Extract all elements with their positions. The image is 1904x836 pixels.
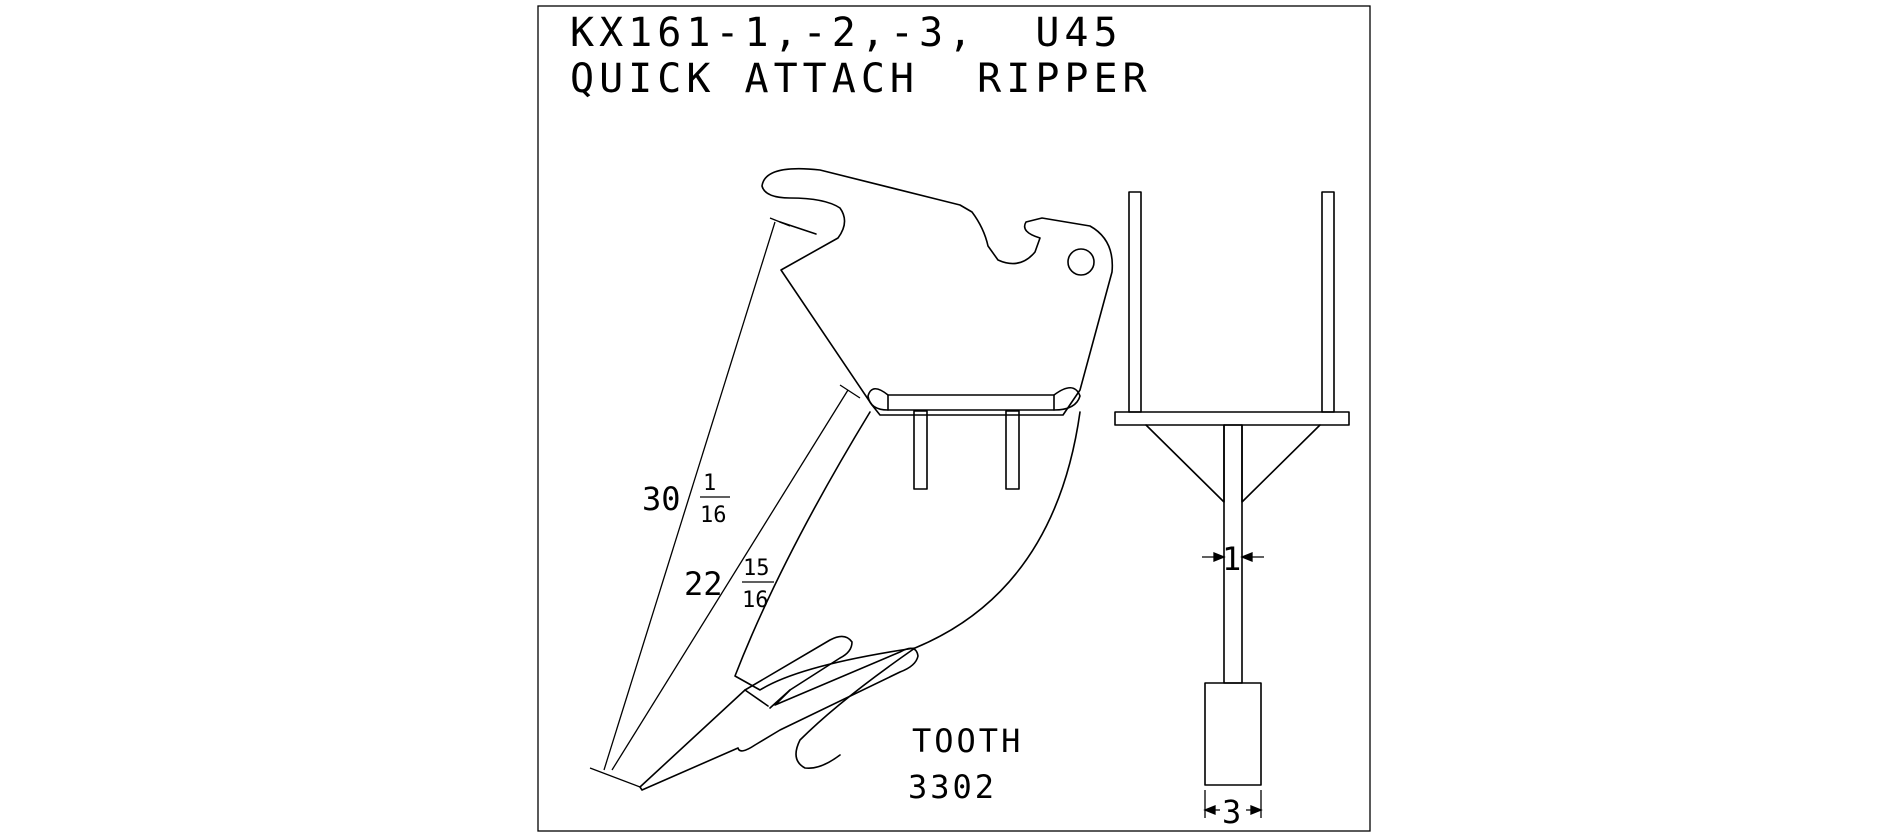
ripper-front-view: 1 3 (1114, 191, 1350, 831)
tooth-label: TOOTH (912, 722, 1023, 760)
dim-overall-ext-top (769, 217, 791, 227)
tooth-number: 3302 (908, 768, 997, 806)
dim-overall-num: 1 (703, 471, 716, 496)
front-base-plate (1114, 411, 1350, 426)
dim-overall-whole: 30 (642, 480, 681, 518)
dim-width-arrow-right (1250, 805, 1263, 815)
dim-tooth-width: 3 (1222, 793, 1241, 831)
mount-rib-right (1005, 410, 1020, 490)
front-upright-right (1321, 191, 1335, 413)
tooth-slot (744, 689, 791, 709)
pin-hole (1067, 248, 1095, 276)
front-upright-left (1128, 191, 1142, 413)
ripper-shank (734, 411, 1081, 691)
title-description: QUICK ATTACH RIPPER (570, 56, 1152, 102)
dim-thickness-arrow-right (1240, 552, 1253, 562)
ripper-tooth (639, 635, 919, 791)
front-gusset-right (1241, 424, 1321, 503)
dim-shank-line (611, 389, 849, 771)
dim-overall-den: 16 (700, 503, 727, 528)
front-tooth (1204, 682, 1262, 786)
drawing-border (537, 5, 1371, 832)
dim-width-label-bg (1220, 796, 1246, 826)
dim-thickness: 1 (1222, 540, 1241, 578)
dim-overall-line (603, 221, 776, 771)
dim-shank-whole: 22 (684, 565, 723, 603)
title-model: KX161-1,-2,-3, U45 (570, 10, 1123, 56)
plate-weld-right (1053, 386, 1081, 411)
dim-shank-den: 16 (742, 588, 769, 613)
plate-weld-left (867, 387, 889, 411)
quick-attach-bracket (761, 167, 1114, 416)
ripper-side-view: 30 1 16 22 15 16 TOOTH 3302 (589, 167, 1114, 806)
dim-thickness-arrow-left (1213, 552, 1226, 562)
dim-width-arrow-left (1203, 805, 1216, 815)
mount-rib-left (913, 410, 928, 490)
front-gusset-left (1145, 424, 1225, 503)
dim-overall-ext-bottom (589, 767, 641, 788)
dim-shank-ext (839, 384, 861, 399)
base-plate (887, 394, 1055, 411)
shank-heel (795, 647, 916, 770)
dim-shank-num: 15 (743, 556, 770, 581)
